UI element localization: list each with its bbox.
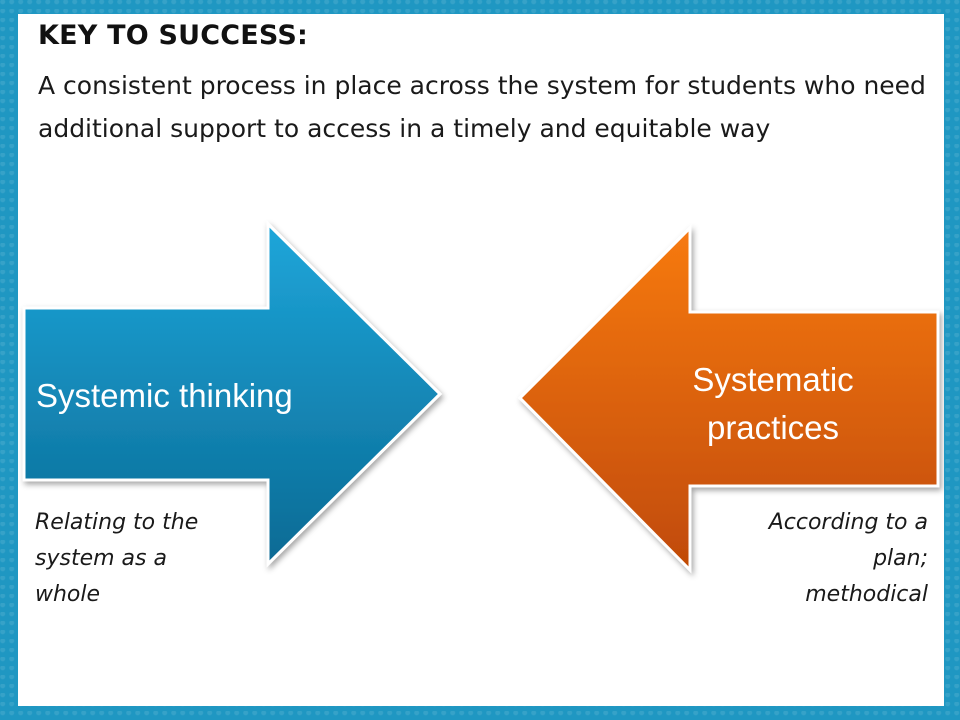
- systematic-practices-label-line2: practices: [706, 409, 840, 446]
- systematic-practices-definition: According to a plan; methodical: [718, 505, 928, 613]
- systematic-practices-arrow-shape: [517, 224, 940, 574]
- definition-line: plan;: [873, 546, 928, 571]
- slide-subtext: A consistent process in place across the…: [38, 71, 926, 143]
- definition-line: Relating to the: [35, 510, 199, 535]
- systemic-thinking-label: Systemic thinking: [36, 377, 293, 414]
- arrows-diagram: [22, 220, 940, 574]
- slide-heading: KEY TO SUCCESS:: [38, 20, 309, 51]
- definition-line: According to a: [768, 510, 928, 535]
- definition-line: system as a: [35, 546, 167, 571]
- definition-line: methodical: [805, 582, 928, 607]
- systemic-thinking-arrow-shape: [22, 220, 443, 568]
- definition-line: whole: [35, 582, 101, 607]
- systematic-practices-label-line1: Systematic: [692, 361, 854, 398]
- systematic-practices-label: Systematic practices: [608, 356, 938, 452]
- systemic-thinking-definition: Relating to the system as a whole: [35, 505, 255, 613]
- slide-canvas: KEY TO SUCCESS: A consistent process in …: [18, 14, 944, 706]
